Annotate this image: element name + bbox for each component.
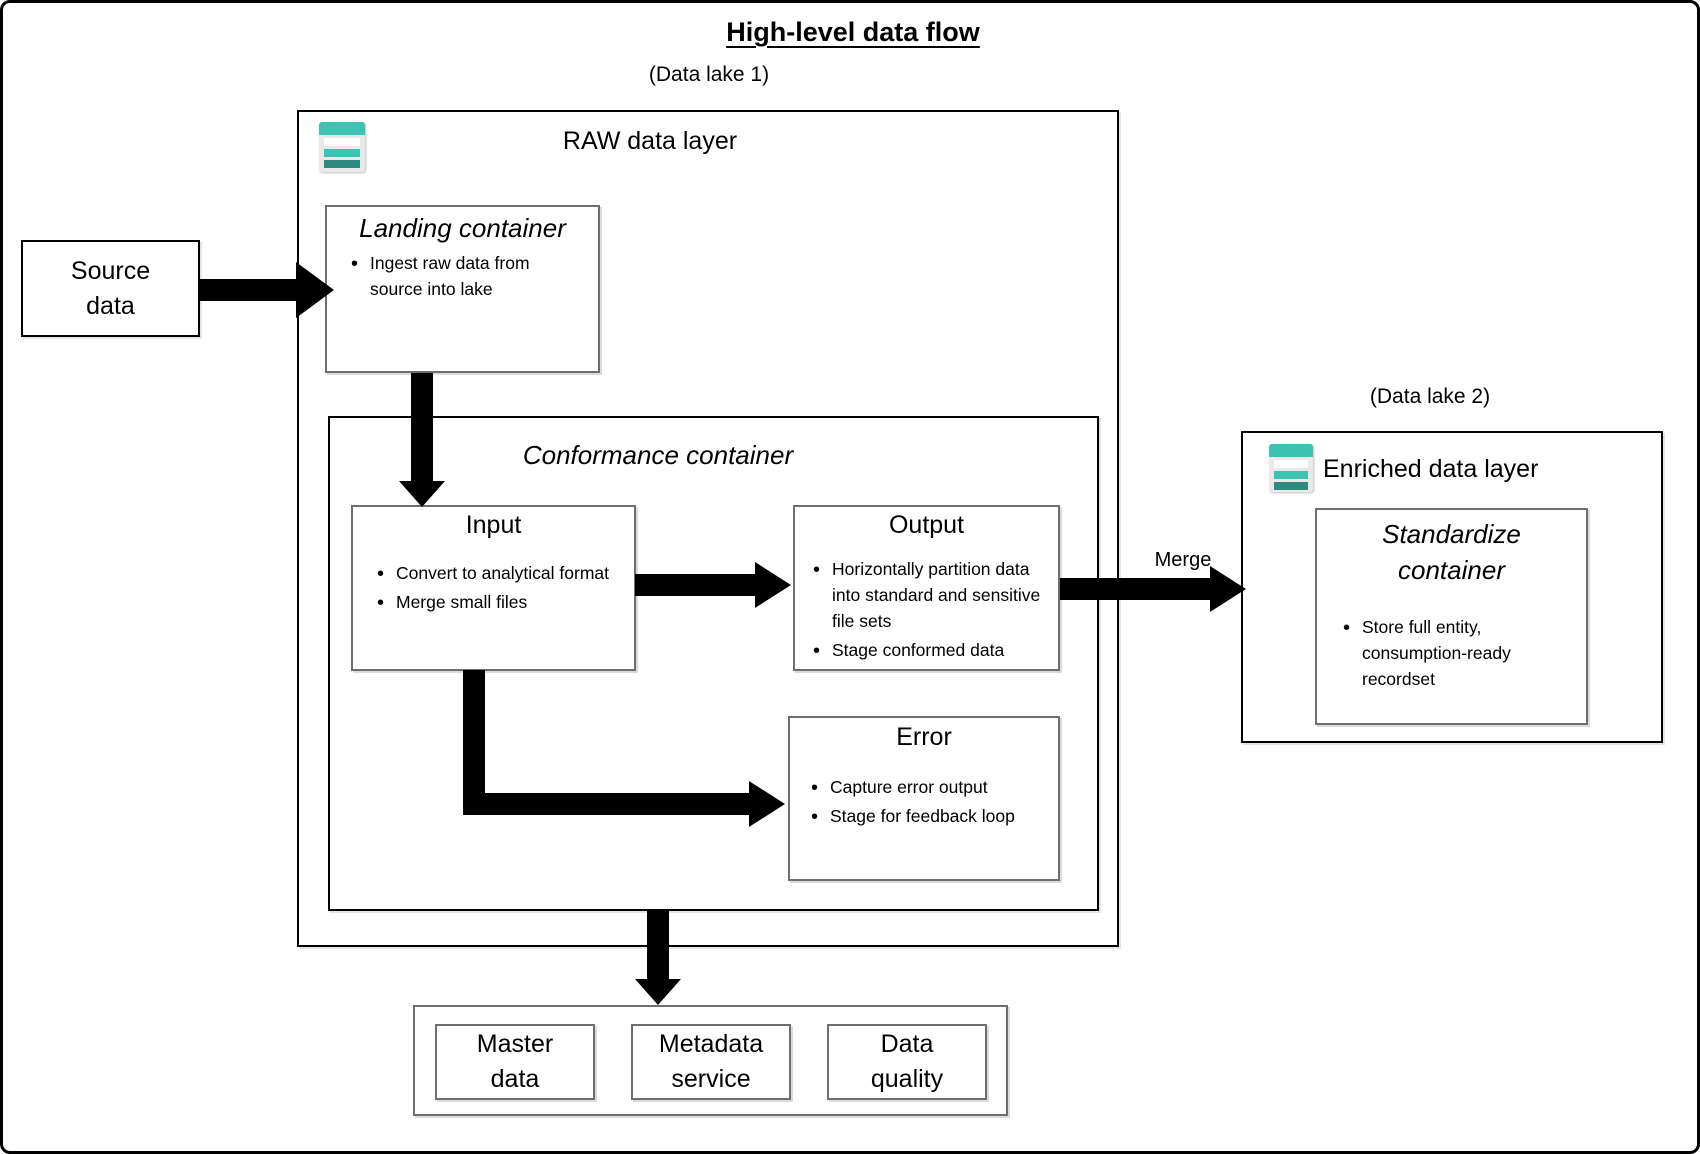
conformance-container-title: Conformance container xyxy=(522,440,794,470)
error-title: Error xyxy=(896,723,952,751)
source-data-box: Source data xyxy=(21,240,200,337)
icon-bar xyxy=(1274,471,1308,479)
output-bullets: Horizontally partition data into standar… xyxy=(811,556,1053,667)
master-data-label: Master data xyxy=(476,1030,554,1093)
icon-bar xyxy=(1269,444,1313,457)
bullet-item: Convert to analytical format xyxy=(375,560,623,589)
datastore-icon xyxy=(1269,444,1313,492)
bullet-item: Stage conformed data xyxy=(811,637,1053,666)
bullet-item: Horizontally partition data into standar… xyxy=(811,556,1053,635)
data-quality-box: Data quality xyxy=(827,1024,987,1100)
input-bullets: Convert to analytical format Merge small… xyxy=(375,560,623,619)
error-bullets: Capture error output Stage for feedback … xyxy=(809,774,1055,833)
bullet-item: Ingest raw data from source into lake xyxy=(349,250,577,303)
data-lake-2-label: (Data lake 2) xyxy=(1369,385,1491,408)
icon-bar xyxy=(319,122,365,135)
metadata-service-box: Metadata service xyxy=(631,1024,791,1100)
input-box xyxy=(351,505,636,671)
merge-label: Merge xyxy=(1154,549,1212,571)
icon-bar xyxy=(324,138,360,146)
output-title: Output xyxy=(888,511,965,539)
raw-data-layer-title: RAW data layer xyxy=(562,127,738,155)
bullet-item: Merge small files xyxy=(375,589,623,618)
icon-bar xyxy=(1274,460,1308,468)
bullet-item: Stage for feedback loop xyxy=(809,803,1055,832)
data-lake-1-label: (Data lake 1) xyxy=(648,63,770,86)
datastore-icon xyxy=(319,122,365,172)
landing-container-title: Landing container xyxy=(359,213,566,243)
data-quality-label: Data quality xyxy=(870,1030,944,1093)
enriched-data-layer-title: Enriched data layer xyxy=(1323,455,1539,483)
input-title: Input xyxy=(465,511,522,539)
master-data-box: Master data xyxy=(435,1024,595,1100)
standardize-container-title: Standardize container xyxy=(1382,519,1521,586)
page-title: High-level data flow xyxy=(726,17,980,47)
icon-bar xyxy=(324,160,360,168)
bullet-item: Store full entity, consumption-ready rec… xyxy=(1341,614,1566,693)
metadata-service-label: Metadata service xyxy=(658,1030,764,1093)
landing-container-bullets: Ingest raw data from source into lake xyxy=(349,250,577,306)
icon-bar xyxy=(1274,482,1308,490)
standardize-bullets: Store full entity, consumption-ready rec… xyxy=(1341,614,1566,696)
source-data-label: Source data xyxy=(70,256,151,320)
bullet-item: Capture error output xyxy=(809,774,1055,803)
icon-bar xyxy=(324,149,360,157)
